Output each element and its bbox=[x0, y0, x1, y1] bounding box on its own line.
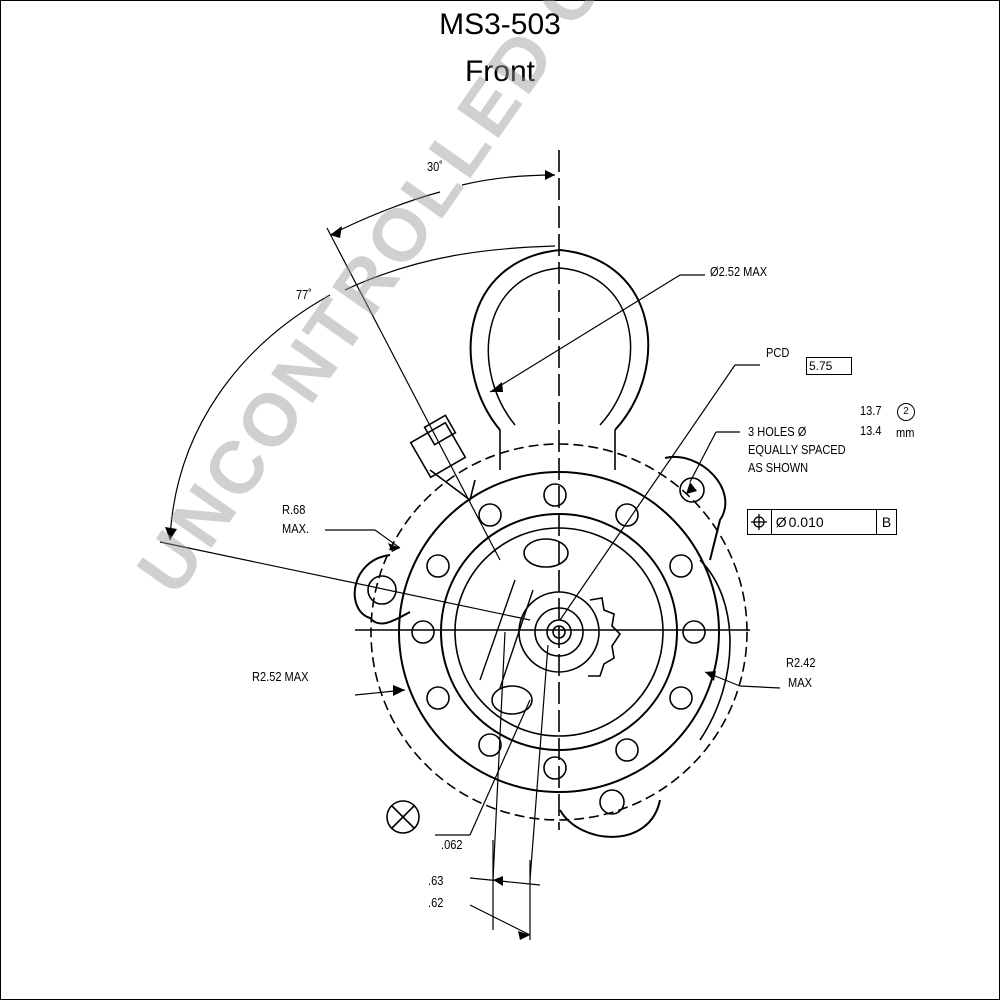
angle-77-arc-right bbox=[344, 245, 556, 291]
housing-outer bbox=[398, 471, 720, 793]
dim-062b-label: .62 bbox=[428, 895, 444, 910]
nose-ring bbox=[440, 513, 678, 751]
terminal-loop-inner bbox=[487, 267, 632, 426]
length-bottom-label: 13.4 bbox=[860, 423, 882, 438]
dim-063-label: .63 bbox=[428, 873, 444, 888]
nose-inner bbox=[454, 527, 664, 737]
length-unit-label: mm bbox=[896, 425, 915, 440]
datum-cell: B bbox=[881, 514, 892, 530]
pcd-value-box: 5.75 bbox=[806, 357, 852, 375]
angle-30-arc bbox=[461, 174, 556, 186]
dim-062-label: .062 bbox=[441, 837, 463, 852]
holes-label-line3: AS SHOWN bbox=[748, 460, 809, 475]
flange-bottom bbox=[559, 799, 661, 838]
holes-label-line2: EQUALLY SPACED bbox=[748, 442, 846, 457]
tolerance-diameter-symbol: Ø bbox=[775, 514, 787, 530]
radius-flange-label-2: MAX. bbox=[282, 521, 310, 536]
diameter-max-label: Ø2.52 MAX bbox=[710, 264, 768, 279]
holes-label-line1: 3 HOLES Ø bbox=[748, 424, 807, 439]
radius-flange-label-1: R.68 bbox=[282, 502, 306, 517]
angle-30-label: 30˚ bbox=[427, 159, 443, 174]
view-title: Front bbox=[464, 55, 536, 88]
flange-right-top bbox=[664, 455, 727, 561]
angle-77-label: 77˚ bbox=[296, 287, 312, 302]
length-top-label: 13.7 bbox=[860, 403, 882, 418]
radius-right-label-1: R2.42 bbox=[786, 655, 816, 670]
flange-right-arc bbox=[699, 559, 731, 741]
terminal-loop-outer bbox=[469, 248, 650, 431]
pcd-label: PCD bbox=[766, 345, 790, 360]
mount-hole-bottom bbox=[599, 789, 625, 815]
shaft bbox=[546, 619, 572, 645]
angle-30-arc-left bbox=[329, 191, 441, 236]
position-symbol-icon bbox=[748, 510, 772, 534]
mount-hole-left bbox=[367, 575, 397, 605]
pinion-mid bbox=[534, 607, 584, 657]
tolerance-value: 0.010 bbox=[788, 514, 824, 530]
flange-left bbox=[353, 554, 411, 625]
radius-right-label-2: MAX bbox=[788, 675, 812, 690]
radius-outer-left-label: R2.52 MAX bbox=[252, 669, 309, 684]
angle-77-arc bbox=[169, 294, 331, 541]
housing-dashed-circle bbox=[370, 443, 748, 821]
length-ref-circle: 2 bbox=[897, 403, 915, 421]
part-number-title: MS3-503 bbox=[439, 8, 561, 41]
shaft-center bbox=[552, 625, 566, 639]
